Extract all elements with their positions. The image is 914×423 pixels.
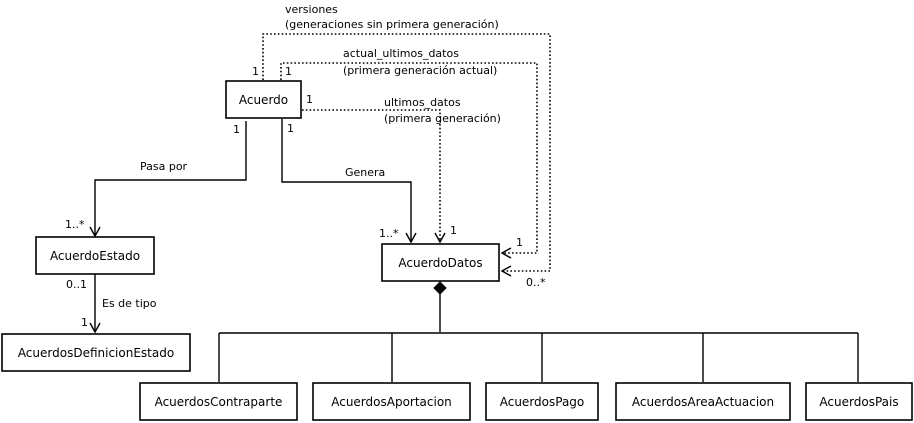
versiones-arrowhead [500,265,512,277]
actual-ultimos-datos-note: (primera generación actual) [343,64,497,77]
ultimos-datos-note: (primera generación) [384,112,501,125]
versiones-connector [262,33,551,272]
es-de-tipo-arrowhead [89,322,101,334]
genera-connector [281,119,412,242]
class-acuerdo-datos[interactable]: AcuerdoDatos [381,243,500,282]
class-acuerdos-pais-label: AcuerdosPais [819,395,898,409]
versiones-name: versiones [285,3,338,16]
versiones-source-mult: 1 [252,65,259,78]
ultimos-datos-name: ultimos_datos [384,96,461,109]
class-acuerdos-pago-label: AcuerdosPago [500,395,585,409]
genera-source-mult: 1 [287,122,294,135]
class-acuerdos-definicion-estado[interactable]: AcuerdosDefinicionEstado [1,333,191,372]
actual-ultimos-datos-arrowhead [500,247,512,259]
genera-name: Genera [345,166,385,179]
class-acuerdo-datos-label: AcuerdoDatos [398,256,482,270]
es-de-tipo-source-mult: 0..1 [66,278,87,291]
actual-ultimos-datos-connector [280,62,538,254]
pasa-por-source-mult: 1 [233,123,240,136]
es-de-tipo-name: Es de tipo [102,297,157,310]
actual-ultimos-datos-name: actual_ultimos_datos [343,47,459,60]
pasa-por-name: Pasa por [140,160,188,173]
class-acuerdos-aportacion[interactable]: AcuerdosAportacion [312,382,471,421]
genera-target-mult: 1..* [379,227,399,240]
ultimos-datos-arrowhead [434,232,446,244]
class-acuerdo[interactable]: Acuerdo [225,80,302,119]
es-de-tipo-target-mult: 1 [81,316,88,329]
class-acuerdos-pais[interactable]: AcuerdosPais [805,382,913,421]
ultimos-datos-connector [302,109,441,242]
genera-arrowhead [405,232,417,244]
versiones-note: (generaciones sin primera generación) [285,18,499,31]
class-acuerdos-area-actuacion-label: AcuerdosAreaActuacion [632,395,774,409]
class-acuerdo-estado-label: AcuerdoEstado [50,249,140,263]
class-acuerdos-definicion-estado-label: AcuerdosDefinicionEstado [18,346,174,360]
versiones-target-mult: 0..* [526,276,546,289]
class-acuerdos-aportacion-label: AcuerdosAportacion [331,395,452,409]
pasa-por-target-mult: 1..* [65,218,85,231]
pasa-por-arrowhead [89,226,101,238]
ultimos-datos-source-mult: 1 [306,93,313,106]
class-acuerdo-label: Acuerdo [239,93,288,107]
class-acuerdos-contraparte-label: AcuerdosContraparte [155,395,283,409]
class-acuerdo-estado[interactable]: AcuerdoEstado [35,236,155,275]
pasa-por-connector [94,121,247,236]
class-acuerdos-pago[interactable]: AcuerdosPago [485,382,599,421]
composition-diamond [433,281,447,295]
class-acuerdos-contraparte[interactable]: AcuerdosContraparte [139,382,298,421]
class-acuerdos-area-actuacion[interactable]: AcuerdosAreaActuacion [615,382,791,421]
ultimos-datos-target-mult: 1 [450,224,457,237]
actual-ultimos-datos-target-mult: 1 [516,236,523,249]
actual-ultimos-datos-source-mult: 1 [285,65,292,78]
